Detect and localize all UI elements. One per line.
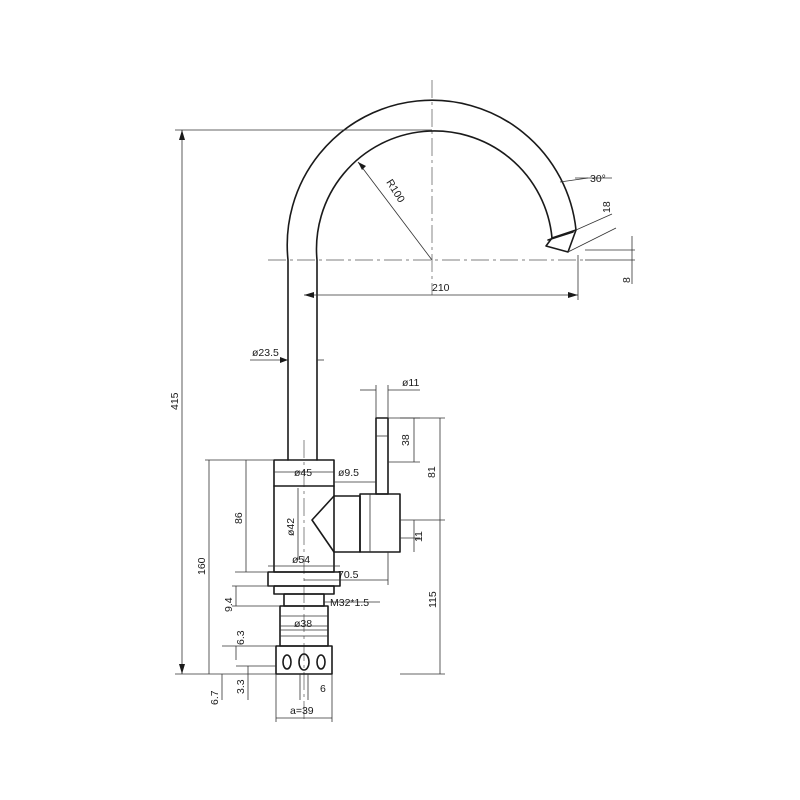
body-height-label: 86 [233, 512, 245, 524]
base-diameter-label: ø54 [292, 554, 310, 566]
cartridge-diameter-label: ø42 [285, 518, 297, 536]
hole-size-label: 6 [320, 683, 326, 695]
lever-diameter-label: ø11 [402, 377, 419, 389]
spout-tip-label: 18 [601, 201, 613, 213]
total-height-label: 415 [169, 392, 181, 410]
radius-indicator: R100 [357, 161, 433, 261]
across-flats-label: a=39 [290, 705, 314, 717]
dimension-lines [175, 129, 635, 722]
outlet-offset-label: 8 [621, 277, 633, 283]
lever-handle [359, 417, 401, 553]
lever-base-height-label: 115 [427, 591, 439, 608]
nut-height-label: 6.7 [209, 690, 221, 705]
center-lines [268, 80, 585, 720]
nut-step-label: 3.3 [235, 679, 247, 694]
lever-height-label: 81 [426, 466, 438, 478]
flange-label: 9.4 [223, 597, 235, 612]
spout-diameter-label: ø23.5 [252, 347, 279, 359]
base-assembly [267, 571, 341, 675]
lever-pin-label: ø9.5 [338, 467, 359, 479]
spout-angle-label: 30° [590, 173, 606, 185]
body-diameter-label: ø45 [294, 467, 312, 479]
lever-side-label: 11 [413, 531, 425, 542]
thread-label: M32*1.5 [330, 597, 369, 609]
shank-step-label: 6.3 [235, 630, 247, 645]
spout [286, 99, 577, 461]
total-body-label: 160 [196, 557, 208, 575]
dimension-labels: 415 210 30° 18 8 ø23.5 ø11 38 81 ø45 ø9.… [169, 173, 633, 717]
lever-length-label: 38 [400, 434, 412, 446]
shank-diameter-label: ø38 [294, 618, 312, 630]
base-to-lever-label: 70.5 [338, 569, 359, 581]
reach-label: 210 [432, 282, 450, 294]
